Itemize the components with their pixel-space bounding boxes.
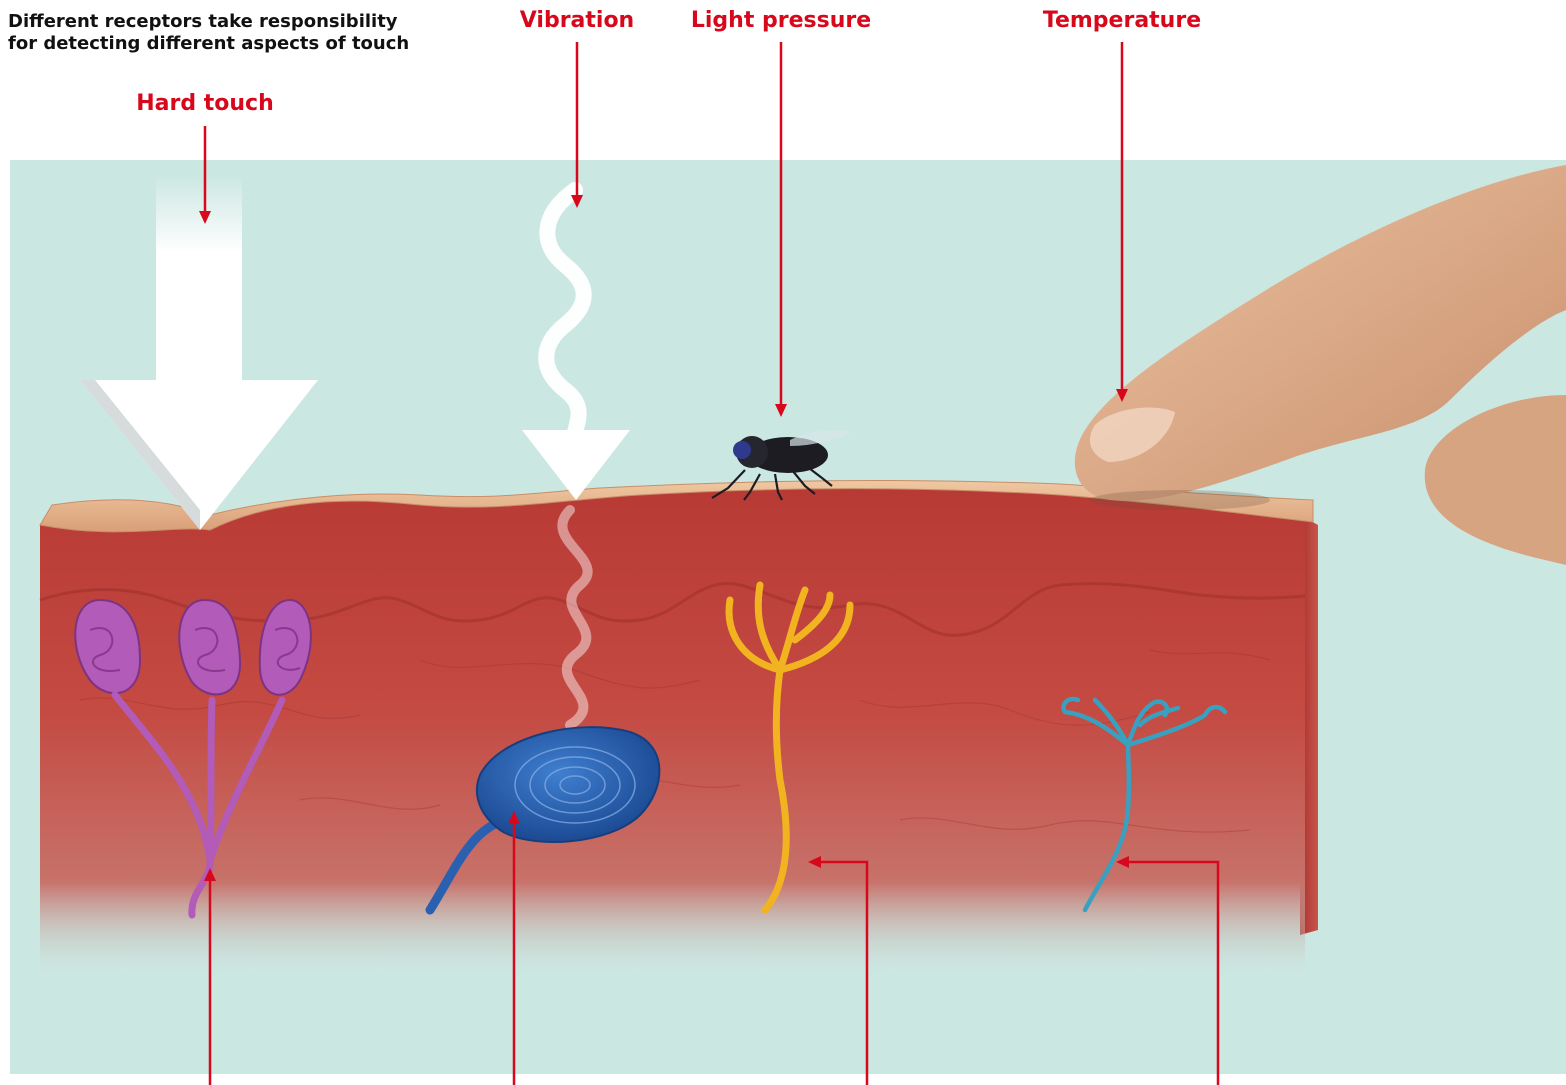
intro-heading-line-2: for detecting different aspects of touch — [8, 33, 409, 55]
light-pressure-label: Light pressure — [691, 8, 871, 34]
vibration-label: Vibration — [520, 8, 634, 34]
intro-heading: Different receptors take responsibility … — [8, 11, 409, 55]
hard-touch-label: Hard touch — [136, 91, 274, 117]
temperature-label: Temperature — [1043, 8, 1201, 34]
intro-heading-line-1: Different receptors take responsibility — [8, 11, 409, 33]
